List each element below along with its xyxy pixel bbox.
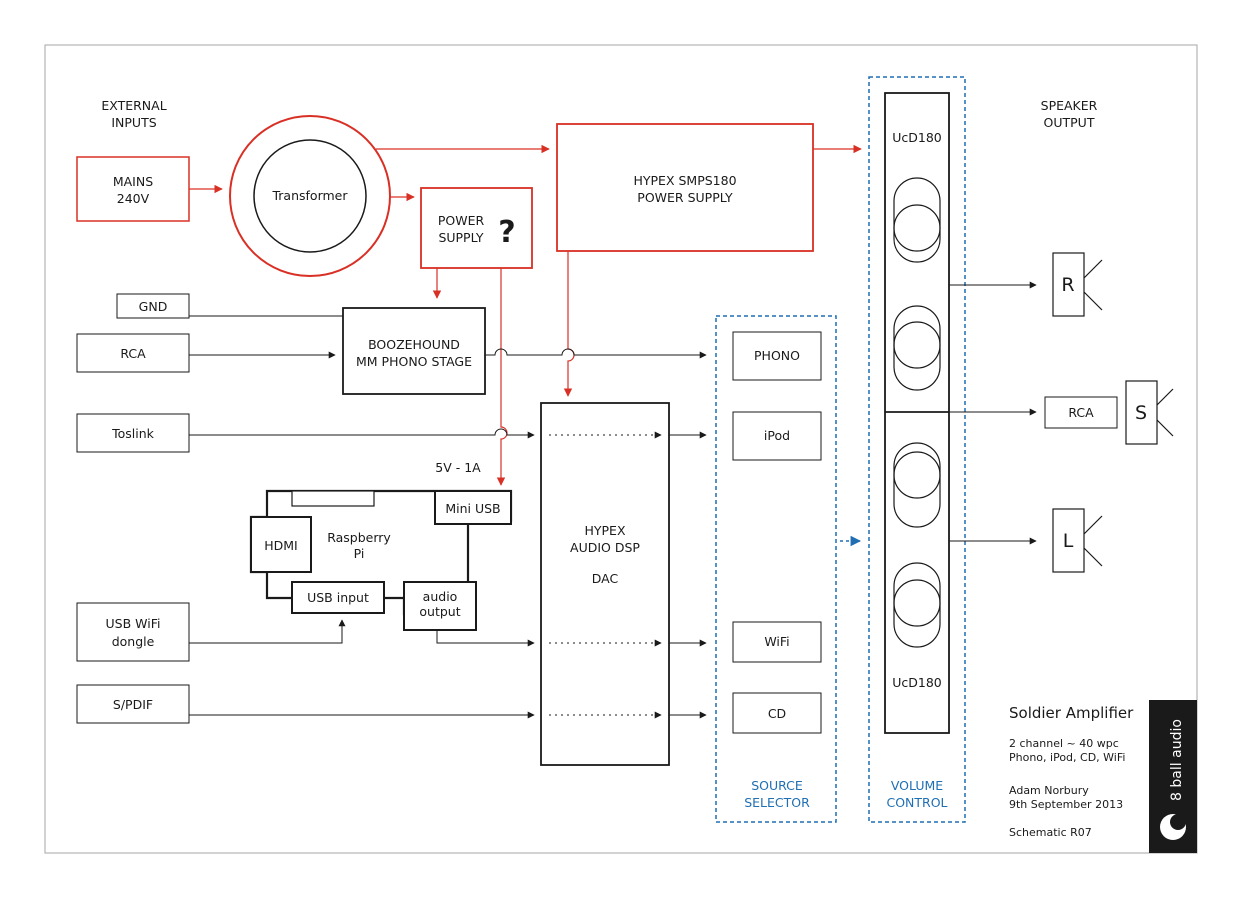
svg-text:L: L: [1063, 530, 1074, 552]
svg-text:Transformer: Transformer: [271, 188, 348, 203]
svg-text:RCA: RCA: [120, 346, 146, 361]
rca-output-box: RCA: [1044, 396, 1118, 429]
phono-stage-box: BOOZEHOUND MM PHONO STAGE: [342, 307, 486, 395]
svg-text:R: R: [1061, 274, 1074, 296]
gnd-box: GND: [116, 293, 190, 319]
knob-icon: [893, 442, 941, 528]
svg-text:PHONO: PHONO: [754, 348, 800, 363]
svg-text:SPEAKER: SPEAKER: [1041, 98, 1098, 113]
ucd180-amplifiers: UcD180 UcD180: [884, 92, 950, 734]
selector-item-cd: [732, 692, 822, 734]
speaker-output-heading: SPEAKER OUTPUT: [1041, 98, 1098, 130]
svg-text:output: output: [419, 604, 460, 619]
external-inputs-heading: EXTERNAL INPUTS: [101, 98, 166, 130]
brand-logo: 8 ball audio: [1149, 700, 1197, 853]
spdif-box: S/PDIF: [76, 684, 190, 724]
svg-text:SELECTOR: SELECTOR: [744, 795, 810, 810]
svg-text:MM PHONO STAGE: MM PHONO STAGE: [356, 354, 472, 369]
speaker-left-icon: L: [1052, 508, 1103, 573]
svg-text:INPUTS: INPUTS: [111, 115, 156, 130]
svg-text:VOLUME: VOLUME: [891, 778, 943, 793]
transformer: Transformer: [229, 115, 391, 277]
svg-text:UcD180: UcD180: [892, 130, 942, 145]
svg-text:RCA: RCA: [1068, 405, 1094, 420]
svg-text:EXTERNAL: EXTERNAL: [101, 98, 166, 113]
knob-icon: [893, 177, 941, 263]
svg-text:GND: GND: [139, 299, 168, 314]
svg-text:audio: audio: [423, 589, 458, 604]
wifi-to-pi-arrow: [189, 619, 346, 644]
svg-text:WiFi: WiFi: [764, 634, 789, 649]
svg-text:9th September 2013: 9th September 2013: [1009, 798, 1123, 811]
knob-icon: [893, 562, 941, 648]
svg-text:OUTPUT: OUTPUT: [1044, 115, 1095, 130]
dsp-box: HYPEX AUDIO DSP DAC: [540, 402, 670, 766]
svg-text:dongle: dongle: [112, 634, 155, 649]
svg-text:240V: 240V: [117, 191, 150, 206]
title-block: Soldier Amplifier 2 channel ~ 40 wpc Pho…: [1009, 704, 1134, 839]
svg-text:AUDIO DSP: AUDIO DSP: [570, 540, 640, 555]
svg-text:?: ?: [498, 215, 515, 250]
smps-box: HYPEX SMPS180 POWER SUPPLY: [556, 123, 814, 252]
svg-text:Toslink: Toslink: [111, 426, 155, 441]
selector-item-wifi: [732, 621, 822, 663]
page-frame: [44, 44, 1198, 854]
volume-control: VOLUME CONTROL: [868, 76, 966, 823]
svg-text:S/PDIF: S/PDIF: [113, 697, 153, 712]
svg-text:Schematic R07: Schematic R07: [1009, 826, 1092, 839]
svg-text:HYPEX SMPS180: HYPEX SMPS180: [633, 173, 736, 188]
svg-text:8 ball audio: 8 ball audio: [1169, 719, 1185, 801]
svg-text:Soldier Amplifier: Soldier Amplifier: [1009, 704, 1134, 722]
svg-text:Phono, iPod, CD, WiFi: Phono, iPod, CD, WiFi: [1009, 751, 1125, 764]
speaker-right-icon: R: [1052, 252, 1103, 317]
svg-text:UcD180: UcD180: [892, 675, 942, 690]
toslink-box: Toslink: [76, 413, 190, 453]
pi-to-dsp-arrow: [436, 630, 535, 647]
svg-text:Pi: Pi: [354, 546, 365, 561]
svg-text:Mini USB: Mini USB: [445, 501, 500, 516]
source-selector: PHONO iPod WiFi CD SOURCE SELECTOR: [715, 315, 837, 823]
raspberry-pi: HDMI Mini USB USB input audio output Ras…: [249, 489, 513, 631]
pi-power-label: 5V - 1A: [435, 460, 481, 475]
svg-text:BOOZEHOUND: BOOZEHOUND: [368, 337, 460, 352]
svg-text:iPod: iPod: [764, 428, 790, 443]
smps-to-dsp-arrow: [563, 251, 575, 397]
svg-text:SOURCE: SOURCE: [751, 778, 803, 793]
toslink-to-dsp-arrow: [189, 428, 535, 439]
svg-text:Adam Norbury: Adam Norbury: [1009, 784, 1089, 797]
svg-text:USB input: USB input: [307, 590, 369, 605]
subwoofer-icon: S: [1125, 380, 1174, 445]
selector-item-ipod: [732, 411, 822, 461]
svg-text:CD: CD: [768, 706, 786, 721]
svg-text:USB WiFi: USB WiFi: [106, 616, 161, 631]
psu-to-pi-arrow: [496, 268, 508, 486]
svg-text:POWER SUPPLY: POWER SUPPLY: [637, 190, 733, 205]
usb-wifi-box: USB WiFi dongle: [76, 602, 190, 662]
svg-text:S: S: [1135, 402, 1147, 424]
svg-text:HYPEX: HYPEX: [584, 523, 625, 538]
svg-text:POWER: POWER: [438, 213, 485, 228]
svg-text:MAINS: MAINS: [113, 174, 153, 189]
svg-text:Raspberry: Raspberry: [327, 530, 391, 545]
svg-text:CONTROL: CONTROL: [886, 795, 947, 810]
svg-text:DAC: DAC: [592, 571, 619, 586]
selector-item-phono: [732, 331, 822, 381]
svg-text:2 channel ~ 40 wpc: 2 channel ~ 40 wpc: [1009, 737, 1119, 750]
phono-to-selector-arrow: [485, 348, 707, 359]
power-supply-box: POWER SUPPLY ?: [420, 187, 533, 269]
rca-input-box: RCA: [76, 333, 190, 373]
svg-text:SUPPLY: SUPPLY: [438, 230, 483, 245]
knob-icon: [893, 305, 941, 391]
svg-text:HDMI: HDMI: [264, 538, 298, 553]
mains-box: MAINS 240V: [76, 156, 190, 222]
